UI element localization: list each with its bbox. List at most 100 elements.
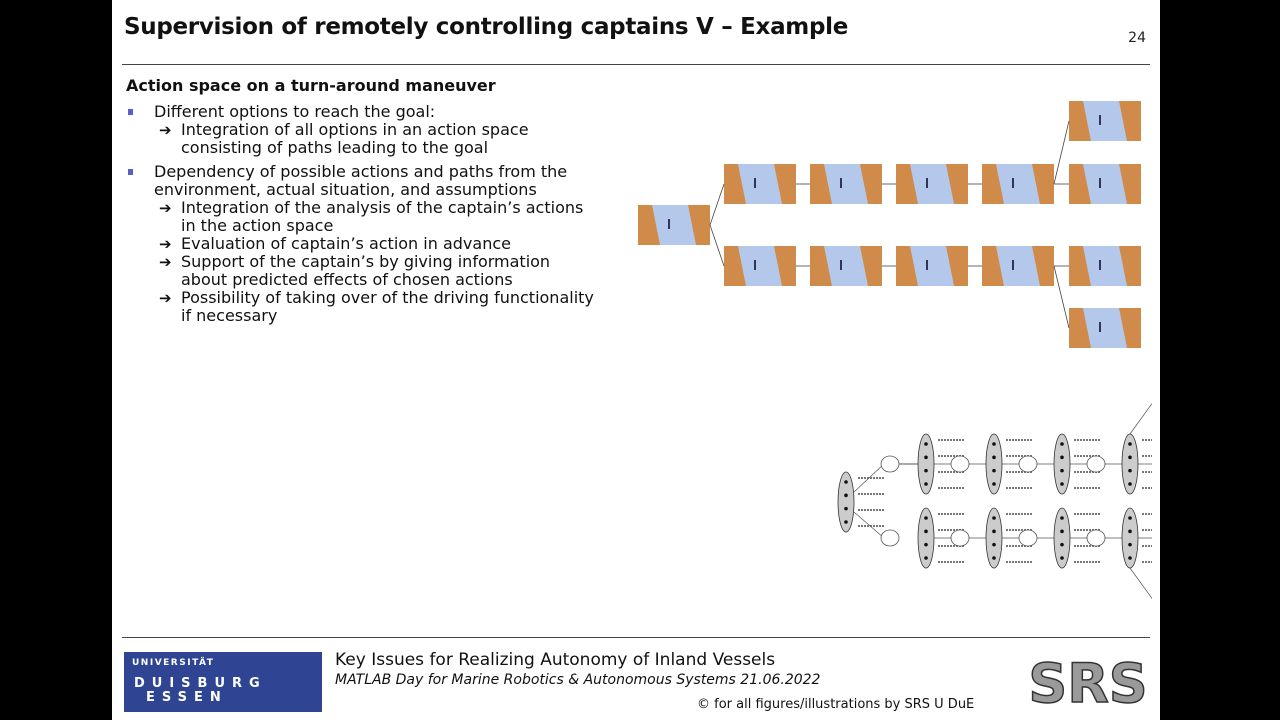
- sub-bullet-text: Support of the captain’s by giving infor…: [181, 252, 551, 289]
- river-bank-left: [896, 246, 918, 286]
- action-node: [950, 455, 970, 473]
- river-bank-right: [860, 164, 882, 204]
- river-bank-left: [896, 164, 918, 204]
- river-bank-right: [1119, 246, 1141, 286]
- state-dot: [924, 529, 928, 534]
- state-dot: [992, 442, 996, 446]
- sub-bullet-item: ➔ Integration of all options in an actio…: [154, 121, 596, 157]
- state-dot: [992, 516, 996, 520]
- bullet-item: Dependency of possible actions and paths…: [126, 163, 596, 325]
- university-logo: UNIVERSITÄT DUISBURG ESSEN: [124, 652, 322, 712]
- state-dot: [924, 482, 928, 486]
- graph-edge: [1129, 402, 1152, 435]
- footer-rule: [122, 637, 1150, 638]
- snapshot-tile: [982, 246, 1054, 286]
- section-heading: Action space on a turn-around maneuver: [126, 76, 496, 95]
- vessel-mark: [926, 178, 928, 188]
- state-dot: [1128, 442, 1132, 446]
- river-bank-left: [724, 246, 746, 286]
- bullet-item: Different options to reach the goal: ➔ I…: [126, 103, 596, 157]
- vessel-mark: [926, 260, 928, 270]
- bullet-marker: [128, 109, 133, 115]
- river-bank-right: [1119, 101, 1141, 141]
- vessel-mark: [840, 178, 842, 188]
- snapshot-tile: [810, 164, 882, 204]
- sub-bullet-item: ➔ Integration of the analysis of the cap…: [154, 199, 596, 235]
- sub-bullet-text: Integration of all options in an action …: [181, 120, 529, 157]
- state-dot: [1060, 482, 1064, 486]
- state-dot: [844, 493, 848, 498]
- sub-bullet-item: ➔ Support of the captain’s by giving inf…: [154, 253, 596, 289]
- state-dot: [1060, 468, 1064, 473]
- state-dot: [992, 529, 996, 534]
- state-dot: [992, 556, 996, 560]
- state-dot: [924, 516, 928, 520]
- state-dot: [924, 542, 928, 547]
- action-node: [1018, 455, 1038, 473]
- header-rule: [122, 64, 1150, 65]
- state-dot: [992, 455, 996, 460]
- snapshot-tile: [896, 246, 968, 286]
- river-bank-right: [1119, 308, 1141, 348]
- state-dot: [1128, 468, 1132, 473]
- footer-subtitle: MATLAB Day for Marine Robotics & Autonom…: [335, 672, 821, 688]
- state-dot: [992, 468, 996, 473]
- river-bank-right: [946, 164, 968, 204]
- snapshot-tile: [638, 205, 710, 245]
- sub-bullet-text: Integration of the analysis of the capta…: [181, 198, 584, 235]
- snapshot-tile: [1069, 308, 1141, 348]
- state-dot: [924, 455, 928, 460]
- river-bank-right: [688, 205, 710, 245]
- river-bank-left: [1069, 308, 1091, 348]
- sub-bullet-text: Evaluation of captain’s action in advanc…: [181, 234, 511, 253]
- state-dot: [844, 506, 848, 511]
- snapshot-tile: [724, 246, 796, 286]
- maneuver-snapshot-tree: [638, 101, 1141, 348]
- state-dot: [1060, 442, 1064, 446]
- river-bank-right: [860, 246, 882, 286]
- srs-logo-text: SRS: [1028, 652, 1147, 712]
- footer-copyright: © for all figures/illustrations by SRS U…: [697, 697, 975, 712]
- state-dot: [1060, 516, 1064, 520]
- state-dot: [1128, 556, 1132, 560]
- action-space-graph: [837, 402, 1152, 600]
- vessel-mark: [1099, 115, 1101, 125]
- state-dot: [1128, 455, 1132, 460]
- snapshot-tile: [810, 246, 882, 286]
- river-bank-left: [982, 164, 1004, 204]
- state-dot: [1128, 542, 1132, 547]
- arrow-icon: ➔: [159, 235, 172, 253]
- graph-edge: [853, 511, 885, 539]
- bullet-marker: [128, 169, 133, 175]
- snapshot-tile: [724, 164, 796, 204]
- snapshot-tile: [1069, 101, 1141, 141]
- river-bank-left: [1069, 164, 1091, 204]
- bullet-text: Dependency of possible actions and paths…: [154, 162, 568, 199]
- state-dot: [924, 556, 928, 560]
- river-bank-left: [982, 246, 1004, 286]
- vessel-mark: [1099, 178, 1101, 188]
- action-node: [880, 529, 900, 547]
- state-dot: [1060, 556, 1064, 560]
- state-dot: [1060, 529, 1064, 534]
- logo-word-2: ESSEN: [146, 690, 228, 705]
- srs-logo: SRS: [1028, 651, 1149, 712]
- state-dot: [992, 482, 996, 486]
- action-node: [1086, 529, 1106, 547]
- state-dot: [992, 542, 996, 547]
- graph-edge: [853, 463, 885, 493]
- state-dot: [1128, 516, 1132, 520]
- footer-title: Key Issues for Realizing Autonomy of Inl…: [335, 650, 776, 670]
- bullet-list: Different options to reach the goal: ➔ I…: [126, 103, 596, 331]
- slide: Supervision of remotely controlling capt…: [112, 0, 1160, 720]
- action-node: [880, 455, 900, 473]
- state-dot: [844, 520, 848, 524]
- action-node: [1018, 529, 1038, 547]
- state-dot: [924, 468, 928, 473]
- graph-edge: [1129, 567, 1152, 600]
- logo-word-1: DUISBURG: [134, 676, 267, 691]
- state-dot: [1060, 542, 1064, 547]
- river-bank-left: [810, 246, 832, 286]
- vessel-mark: [840, 260, 842, 270]
- bullet-text: Different options to reach the goal:: [154, 102, 436, 121]
